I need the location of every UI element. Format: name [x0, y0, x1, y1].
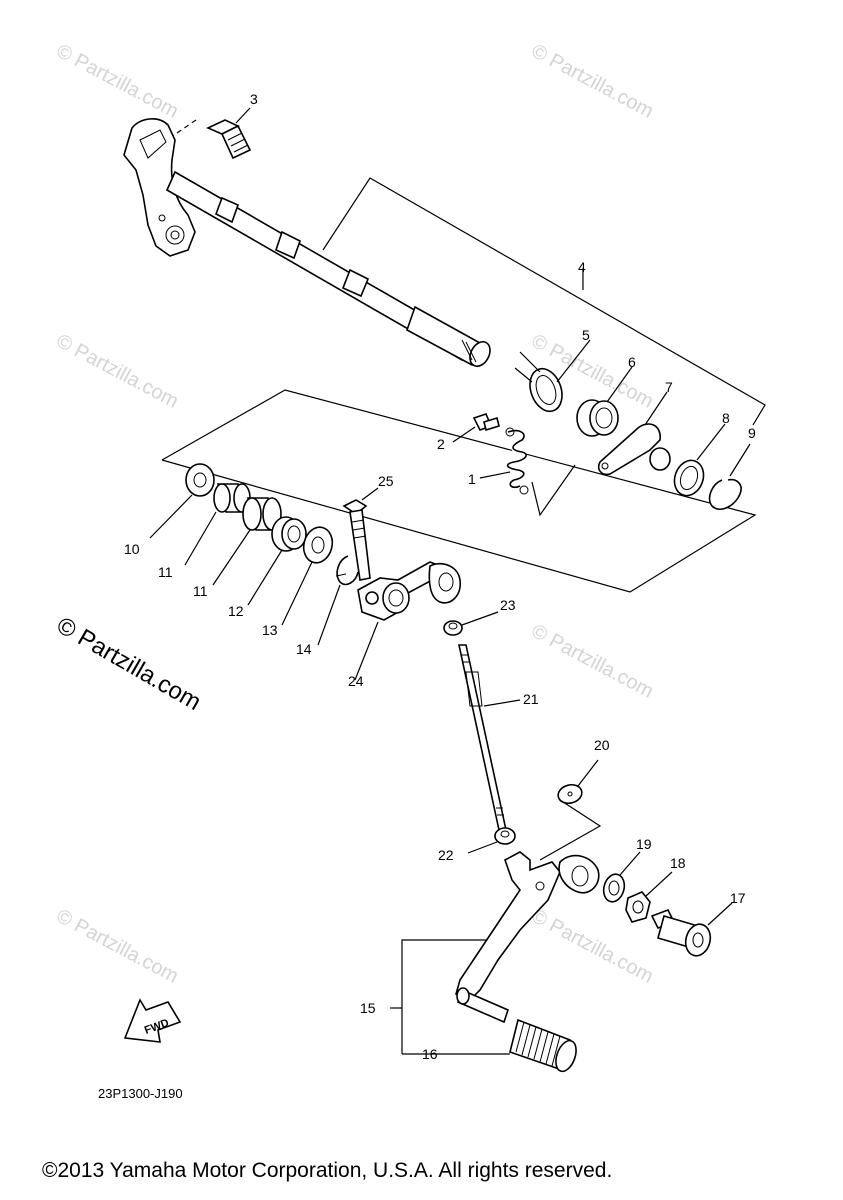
callout-2: 2 [437, 436, 445, 452]
callout-3: 3 [250, 91, 258, 107]
diagram-code: 23P1300-J190 [98, 1086, 183, 1101]
callout-6: 6 [628, 354, 636, 370]
part-rod-21 [458, 644, 521, 831]
part-spring-1 [479, 427, 576, 517]
callout-14: 14 [296, 641, 312, 657]
callout-4: 4 [578, 259, 586, 275]
part-nut-18 [625, 871, 673, 923]
watermark: © Partzilla.com [53, 330, 182, 413]
callout-10: 10 [124, 541, 140, 557]
part-bolt-3 [151, 107, 252, 160]
callout-18: 18 [670, 855, 686, 871]
part-washer-8 [673, 423, 726, 497]
part-collar-6 [576, 366, 633, 437]
callout-21: 21 [523, 691, 539, 707]
callout-labels: 3 4 5 6 7 8 9 2 1 25 10 11 11 12 13 14 2… [124, 91, 756, 1062]
callout-7: 7 [665, 379, 673, 395]
callout-11a: 11 [158, 564, 173, 580]
part-peg-16 [509, 1018, 577, 1073]
part-nut-23 [443, 611, 499, 636]
fwd-arrow-icon: FWD [123, 998, 182, 1043]
callout-5: 5 [582, 327, 590, 343]
callout-17: 17 [730, 890, 746, 906]
callout-11b: 11 [193, 583, 208, 599]
part-seal-12 [247, 516, 307, 606]
callout-12: 12 [228, 603, 244, 619]
group-lines [161, 177, 766, 1055]
callout-20: 20 [594, 737, 610, 753]
part-bolt-17 [650, 902, 733, 957]
callout-19: 19 [636, 836, 652, 852]
callout-25: 25 [378, 473, 394, 489]
part-spring-5 [514, 339, 591, 413]
part-nut-22 [467, 827, 516, 854]
watermark: © Partzilla.com [53, 905, 182, 988]
callout-23: 23 [500, 597, 516, 613]
watermark: © Partzilla.com [528, 620, 657, 703]
callout-9: 9 [748, 425, 756, 441]
part-bolt-2 [452, 413, 500, 443]
part-pedal-15 [455, 851, 600, 1024]
part-washer-13 [281, 526, 334, 626]
callout-22: 22 [438, 847, 454, 863]
copyright-notice: ©2013 Yamaha Motor Corporation, U.S.A. A… [42, 1159, 612, 1182]
part-washer-20 [539, 759, 602, 861]
partzilla-watermark: © Partzilla.com [52, 612, 206, 716]
callout-8: 8 [722, 410, 730, 426]
part-lever-7 [597, 391, 671, 476]
part-bolt-25 [342, 487, 379, 581]
part-shift-arm-24 [354, 561, 461, 681]
watermark: © Partzilla.com [528, 40, 657, 123]
callout-13: 13 [262, 622, 278, 638]
part-bearing-11a [184, 483, 251, 566]
callout-1: 1 [468, 471, 476, 487]
watermark: © Partzilla.com [53, 40, 182, 123]
part-circlip-9 [708, 443, 751, 510]
part-circlip-14 [317, 555, 359, 646]
callout-24: 24 [348, 673, 364, 689]
part-washer-10 [149, 463, 215, 539]
part-shift-shaft-4 [123, 118, 491, 368]
callout-16: 16 [422, 1046, 438, 1062]
callout-15: 15 [360, 1000, 376, 1016]
part-washer-19 [602, 851, 641, 903]
